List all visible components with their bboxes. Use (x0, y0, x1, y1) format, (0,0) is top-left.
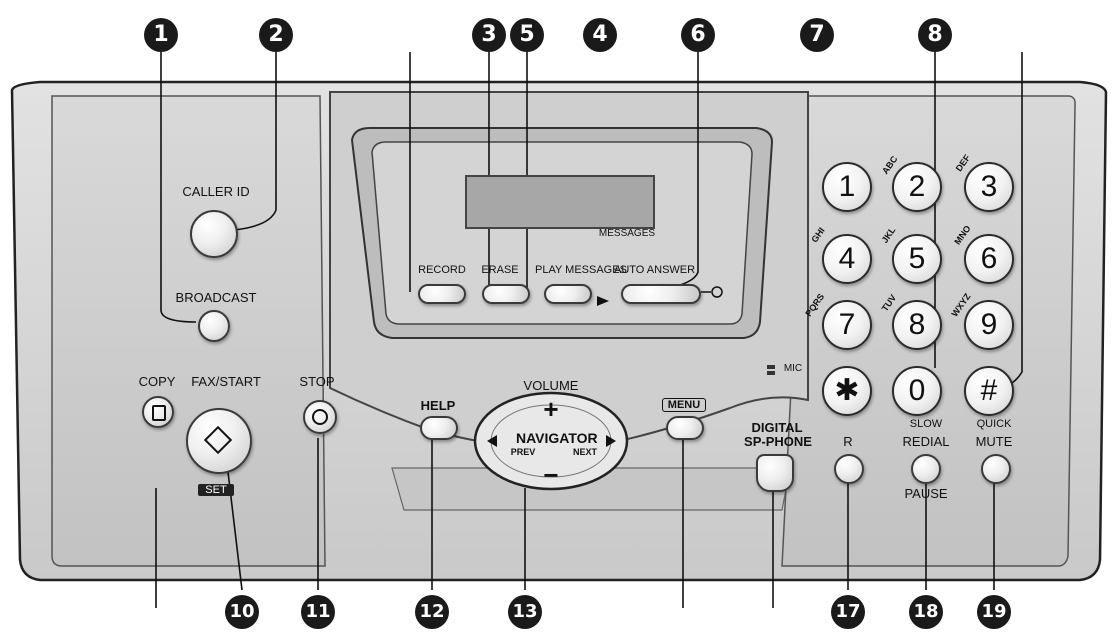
fax-start-label: FAX/START (191, 374, 261, 389)
callout-8: 8 (918, 18, 952, 52)
stop-icon (312, 409, 328, 425)
r-button[interactable] (834, 454, 864, 484)
key-2[interactable]: 2 (892, 162, 942, 212)
redial-label: REDIAL (902, 434, 950, 449)
prev-label[interactable]: PREV (510, 447, 536, 457)
callout-6: 6 (681, 18, 715, 52)
key-3[interactable]: 3 (964, 162, 1014, 212)
erase-label: ERASE (481, 264, 519, 276)
callout-4: 4 (583, 18, 617, 52)
mute-label: MUTE (975, 434, 1013, 449)
key-star[interactable]: ✱ (822, 366, 872, 416)
callout-13: 13 (508, 595, 542, 629)
callout-10: 10 (225, 595, 259, 629)
help-label: HELP (420, 398, 456, 413)
auto-answer-button[interactable] (621, 284, 701, 304)
key-7[interactable]: 7 (822, 300, 872, 350)
navigator-label: NAVIGATOR (516, 430, 598, 446)
callout-2: 2 (259, 18, 293, 52)
volume-up-icon[interactable]: + (543, 394, 559, 424)
fax-start-button[interactable] (186, 408, 252, 474)
slow-label: SLOW (909, 418, 943, 430)
play-messages-label: PLAY MESSAGES (535, 264, 627, 276)
callout-11: 11 (301, 595, 335, 629)
menu-button[interactable] (666, 416, 704, 440)
messages-label: MESSAGES (598, 228, 656, 239)
stop-button[interactable] (303, 400, 337, 434)
pause-label: PAUSE (904, 486, 948, 501)
key-9[interactable]: 9 (964, 300, 1014, 350)
mute-button[interactable] (981, 454, 1011, 484)
callout-5: 5 (510, 18, 544, 52)
callout-17: 17 (831, 595, 865, 629)
mic-label: MIC (783, 363, 803, 374)
key-5[interactable]: 5 (892, 234, 942, 284)
caller-id-label: CALLER ID (182, 184, 250, 199)
callout-19: 19 (977, 595, 1011, 629)
callout-18: 18 (909, 595, 943, 629)
digital-label: DIGITAL (751, 420, 803, 435)
broadcast-button[interactable] (198, 310, 230, 342)
sp-phone-label: SP-PHONE (744, 434, 812, 449)
set-label: SET (198, 484, 234, 496)
redial-button[interactable] (911, 454, 941, 484)
key-0[interactable]: 0 (892, 366, 942, 416)
key-6[interactable]: 6 (964, 234, 1014, 284)
erase-button[interactable] (482, 284, 530, 304)
callout-7: 7 (800, 18, 834, 52)
play-messages-button[interactable] (544, 284, 592, 304)
callout-3: 3 (472, 18, 506, 52)
quick-label: QUICK (976, 418, 1012, 430)
auto-answer-label: AUTO ANSWER (614, 264, 696, 276)
record-button[interactable] (418, 284, 466, 304)
callout-12: 12 (415, 595, 449, 629)
record-label: RECORD (418, 264, 466, 276)
copy-label: COPY (138, 374, 176, 389)
r-label: R (843, 434, 853, 449)
volume-label: VOLUME (523, 378, 579, 393)
help-button[interactable] (420, 416, 458, 440)
key-1[interactable]: 1 (822, 162, 872, 212)
copy-icon (152, 405, 166, 421)
broadcast-label: BROADCAST (175, 290, 257, 305)
key-hash[interactable]: # (964, 366, 1014, 416)
copy-button[interactable] (142, 396, 174, 428)
start-icon (203, 425, 233, 455)
key-4[interactable]: 4 (822, 234, 872, 284)
digital-sp-phone-button[interactable] (756, 454, 794, 492)
volume-down-icon[interactable]: − (543, 460, 559, 490)
next-label[interactable]: NEXT (572, 447, 597, 457)
caller-id-button[interactable] (190, 210, 238, 258)
menu-label: MENU (662, 398, 706, 412)
key-8[interactable]: 8 (892, 300, 942, 350)
callout-1: 1 (144, 18, 178, 52)
stop-label: STOP (299, 374, 335, 389)
